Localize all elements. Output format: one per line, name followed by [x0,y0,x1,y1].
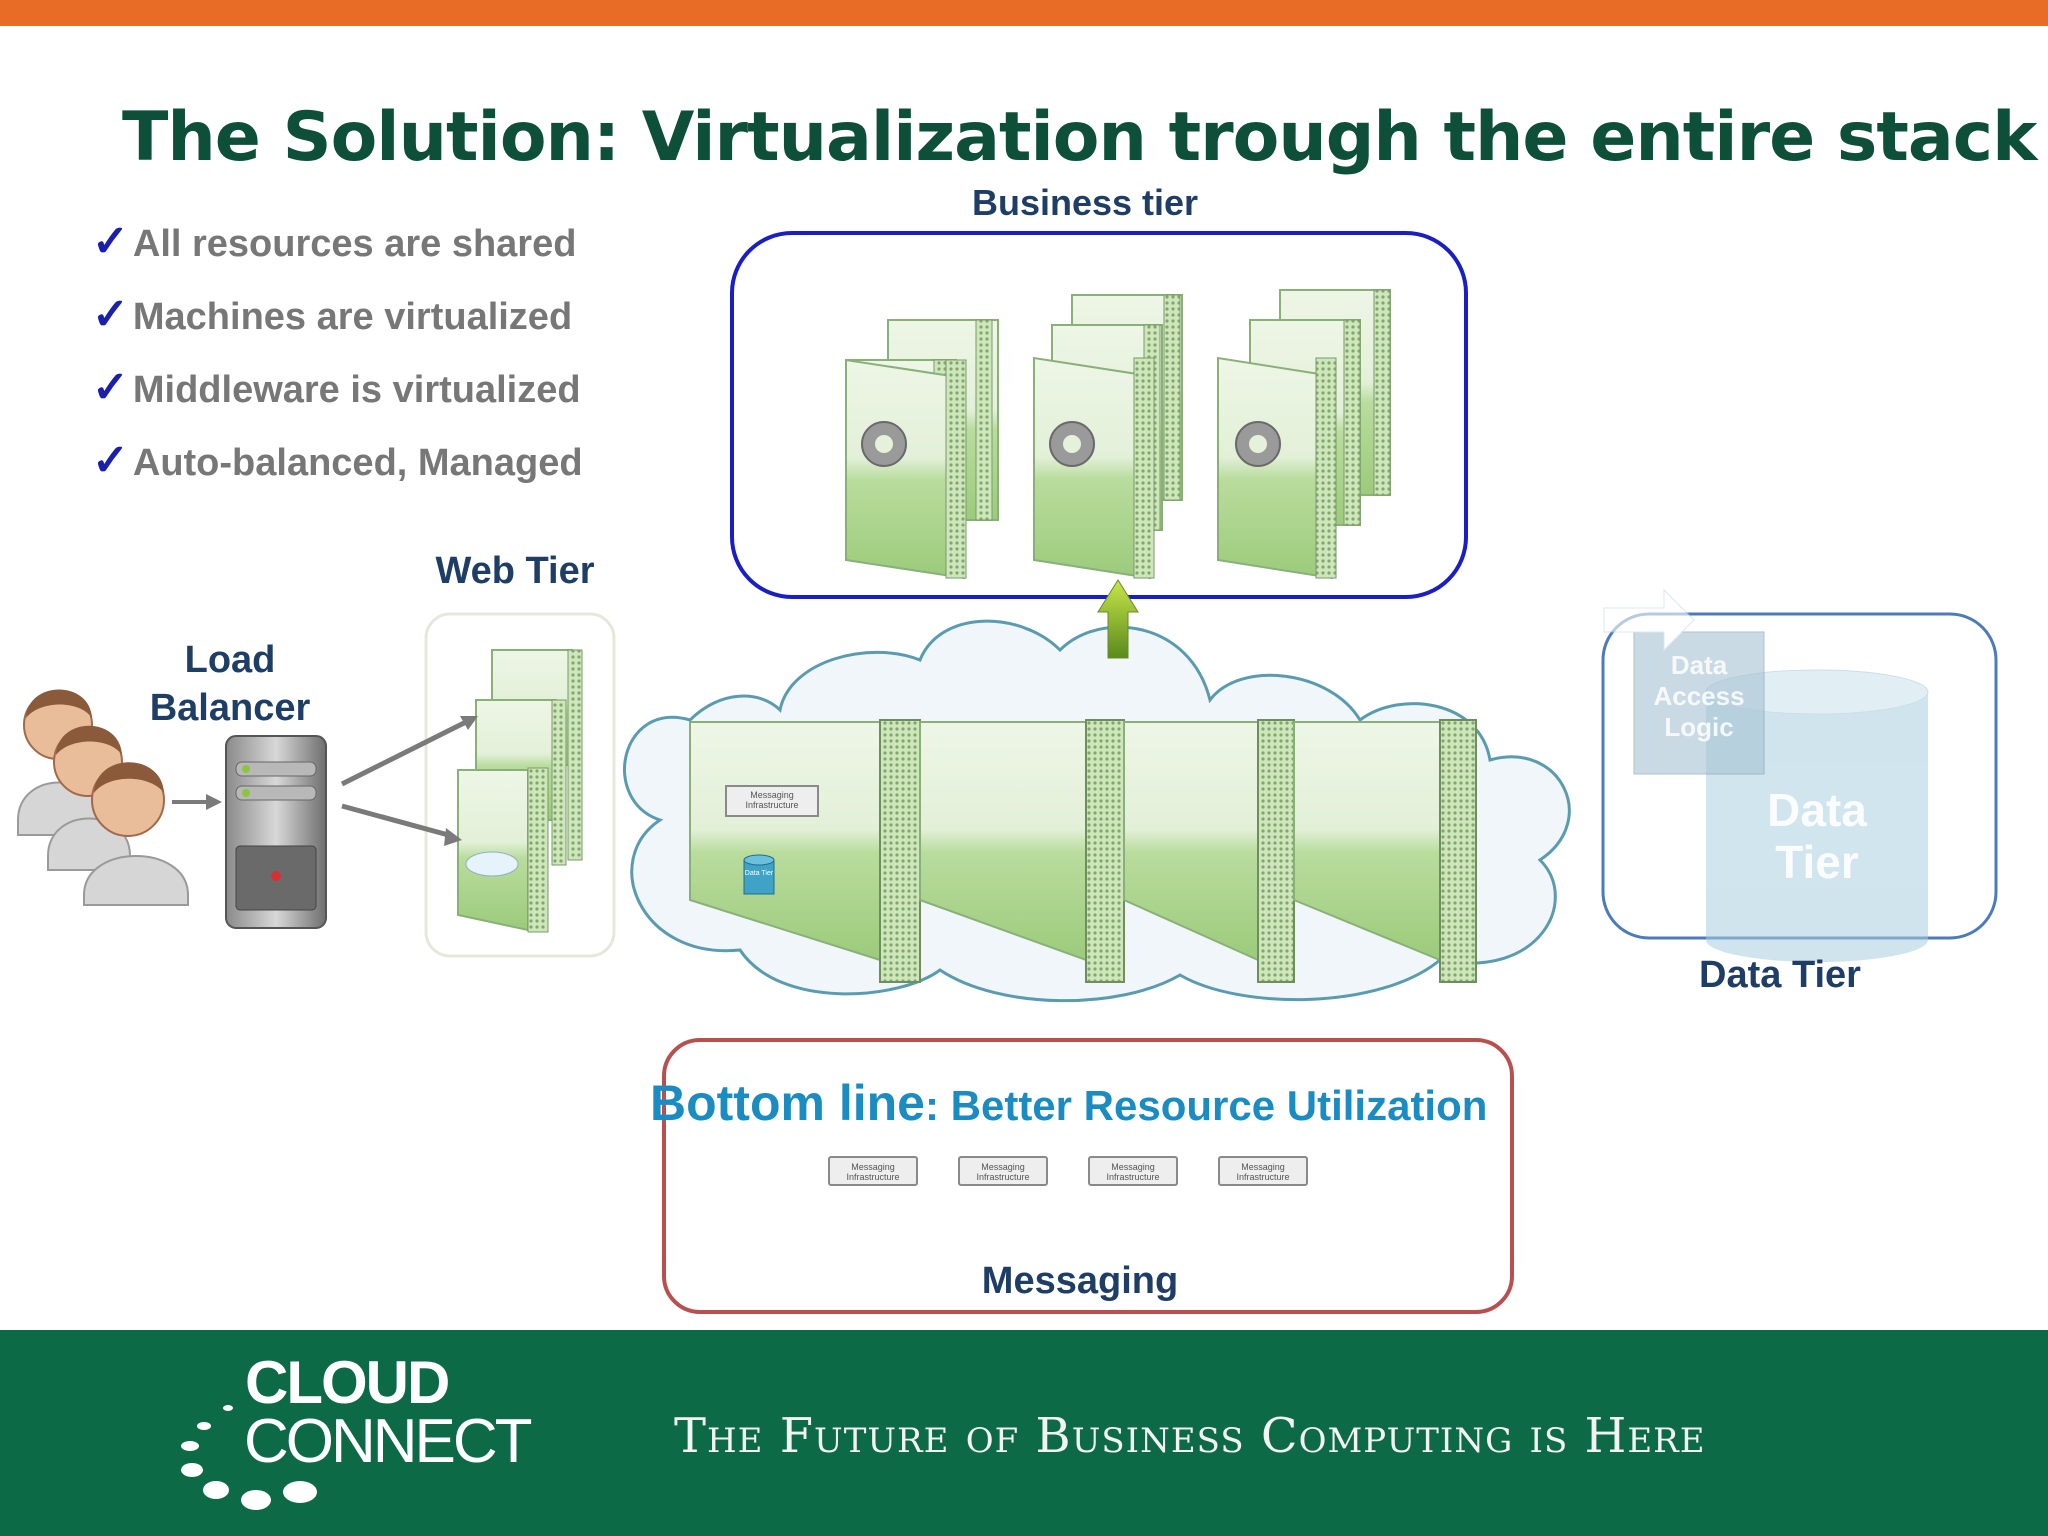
check-icon: ✓ [92,436,129,485]
messaging-infrastructure-box: Messaging Infrastructure [828,1156,918,1186]
messaging-label: Messaging [981,1260,1179,1302]
server-messaging-box [725,785,819,817]
web-server-stack [457,649,583,933]
users-icon [17,689,189,906]
logo-text-connect: CONNECT [244,1407,533,1476]
business-tier-label: Business tier [971,182,1199,223]
business-server-stack [845,319,999,580]
footer-tagline: The Future of Business Computing is Here [674,1408,1706,1464]
cloud-server [1293,719,1477,983]
connector-arrow [340,717,472,787]
business-server-stack [1217,289,1391,580]
cloud-server [919,719,1125,983]
check-icon: ✓ [92,290,129,339]
messaging-box [662,1038,1514,1314]
bullet-item: ✓Auto-balanced, Managed [92,436,583,485]
footer-bar [0,1330,2048,1536]
bottom-line-text: Bottom line: Better Resource Utilization [650,1075,1488,1131]
messaging-infrastructure-box: Messaging Infrastructure [1088,1156,1178,1186]
architecture-diagram [17,231,1998,1314]
server-messaging-label: Messaging Infrastructure [745,790,799,810]
connector-arrow [341,803,453,839]
check-icon: ✓ [92,363,129,412]
logo-text-cloud: CLOUD [245,1349,450,1416]
bullet-item: ✓Middleware is virtualized [92,363,581,412]
bullet-item: ✓Machines are virtualized [92,290,573,339]
web-tier-label: Web Tier [435,550,595,592]
database-icon [743,854,775,895]
logo-dots-icon [181,1405,317,1510]
bullet-item: ✓All resources are shared [92,217,577,266]
cloud-server [1123,719,1295,983]
load-balancer-server-icon [225,735,327,929]
data-tier-label: Data Tier [1699,954,1861,996]
load-balancer-label: Load Balancer [149,639,311,729]
messaging-infrastructure-box: Messaging Infrastructure [1218,1156,1308,1186]
up-arrow-icon [1097,579,1139,659]
slide-title: The Solution: Virtualization trough the … [122,98,2037,177]
server-data-tier-label: Data Tier [744,870,774,877]
check-icon: ✓ [92,217,129,266]
messaging-infrastructure-box: Messaging Infrastructure [958,1156,1048,1186]
top-accent-bar [0,0,2048,26]
data-access-logic-label: Data Access Logic [1653,650,1745,742]
data-access-logic-icon [1603,588,1765,775]
business-server-stack [1033,294,1183,580]
data-tier-db-label: Data Tier [1767,784,1867,888]
